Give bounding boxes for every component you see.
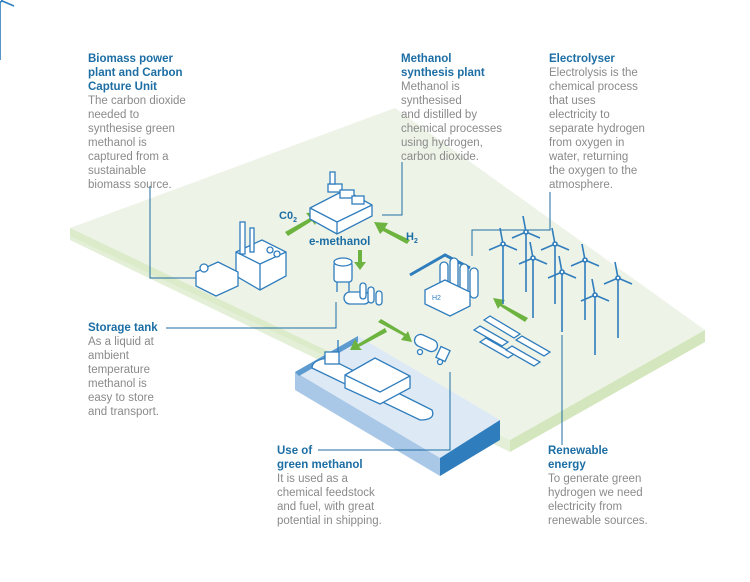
electrolyser-icon: H2 bbox=[409, 253, 479, 317]
down-arrow bbox=[354, 250, 366, 270]
card-methanol-synthesis: Methanol synthesis plant Methanol is syn… bbox=[401, 52, 541, 164]
leader-lines bbox=[149, 162, 563, 451]
card-title: Storage tank bbox=[88, 322, 158, 334]
e-methanol-label: e-methanol bbox=[309, 236, 371, 248]
card-body: As a liquid at ambient temperature metha… bbox=[88, 336, 159, 418]
card-title: Methanol synthesis plant bbox=[401, 53, 485, 79]
solar-panels-icon bbox=[472, 315, 552, 367]
h2-arrow bbox=[374, 222, 410, 244]
card-title: Biomass power plant and Carbon Capture U… bbox=[88, 53, 183, 93]
card-body: Methanol is synthesised and distilled by… bbox=[401, 81, 502, 163]
card-title: Renewable energy bbox=[548, 445, 609, 471]
methanol-plant-icon bbox=[309, 171, 373, 235]
card-body: Electrolysis is the chemical process tha… bbox=[549, 67, 645, 191]
card-renewable-energy: Renewable energy To generate green hydro… bbox=[548, 444, 688, 528]
card-biomass: Biomass power plant and Carbon Capture U… bbox=[88, 52, 228, 192]
card-title: Use of green methanol bbox=[277, 445, 363, 471]
co2-text: C0 bbox=[279, 210, 294, 222]
h2-subscript: 2 bbox=[413, 238, 418, 246]
card-body: The carbon dioxide needed to synthesise … bbox=[88, 95, 186, 191]
container-ship-icon bbox=[311, 340, 434, 421]
card-use-of-green-methanol: Use of green methanol It is used as a ch… bbox=[277, 444, 417, 528]
h2-text: H bbox=[406, 231, 414, 243]
card-electrolyser: Electrolyser Electrolysis is the chemica… bbox=[549, 52, 689, 192]
wind-turbines-icon bbox=[0, 0, 633, 356]
solar-arrow bbox=[493, 298, 528, 322]
co2-subscript: 2 bbox=[293, 217, 297, 225]
card-storage-tank: Storage tank As a liquid at ambient temp… bbox=[88, 321, 228, 419]
truck-arrow bbox=[378, 319, 412, 342]
ship-arrow bbox=[350, 328, 387, 350]
storage-tank-icon bbox=[333, 257, 383, 306]
card-title: Electrolyser bbox=[549, 53, 615, 65]
card-body: It is used as a chemical feedstock and f… bbox=[277, 473, 382, 527]
svg-text:H2: H2 bbox=[432, 295, 441, 302]
h2-label: H2 bbox=[406, 231, 418, 245]
biomass-plant-icon bbox=[195, 221, 287, 297]
co2-label: C02 bbox=[279, 210, 297, 224]
tanker-truck-icon bbox=[413, 333, 451, 366]
card-body: To generate green hydrogen we need elect… bbox=[548, 473, 648, 527]
